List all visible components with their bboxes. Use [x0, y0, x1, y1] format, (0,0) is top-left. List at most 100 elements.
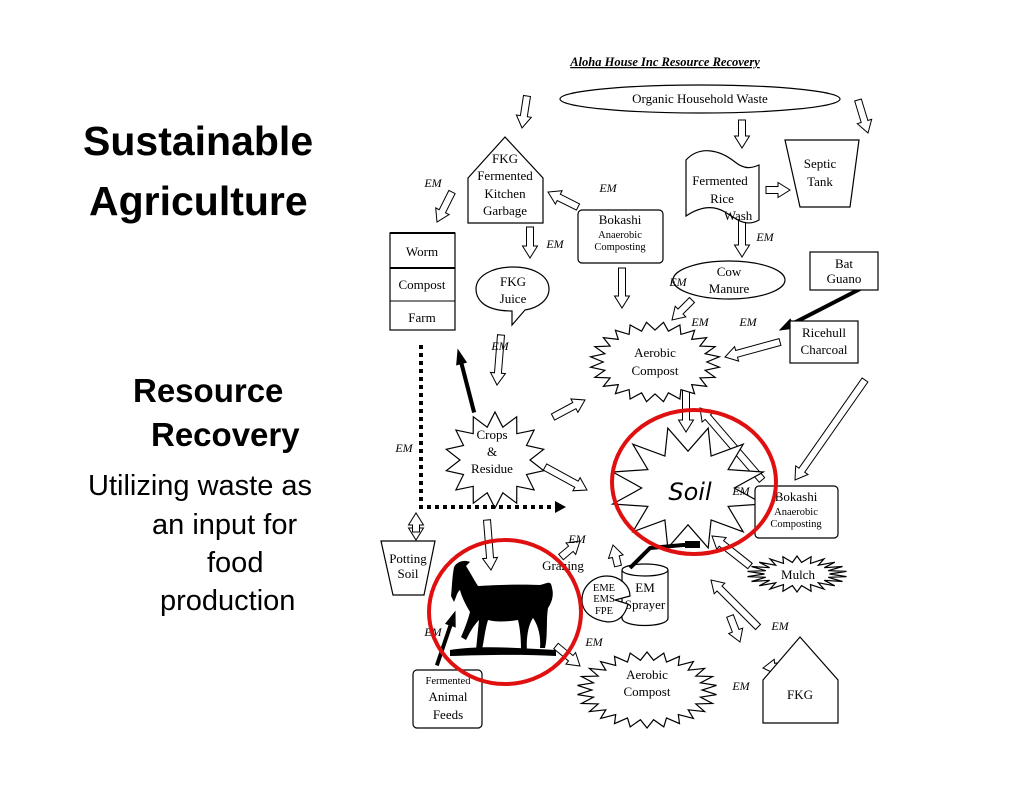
svg-text:Charcoal: Charcoal: [801, 342, 848, 357]
node-bat-guano: Bat Guano: [809, 251, 879, 291]
node-worm-compost-farm: Worm Compost Farm: [389, 232, 456, 331]
svg-text:EM: EM: [738, 315, 757, 329]
node-organic-waste: Organic Household Waste: [559, 84, 841, 114]
flow-arrow: [794, 377, 869, 481]
flow-arrow: [407, 512, 425, 533]
svg-text:Kitchen: Kitchen: [484, 186, 526, 201]
svg-text:EM: EM: [423, 176, 442, 190]
body-line3: food: [207, 547, 264, 579]
svg-text:FPE: FPE: [595, 606, 613, 617]
svg-text:Organic Household Waste: Organic Household Waste: [632, 91, 768, 106]
flow-arrow: [710, 579, 762, 631]
slide-title-line1: Sustainable: [83, 118, 314, 164]
svg-text:FKG: FKG: [492, 151, 518, 166]
node-mulch-label: Mulch: [781, 567, 815, 582]
svg-text:EM: EM: [731, 679, 750, 693]
svg-text:Composting: Composting: [594, 242, 646, 253]
body-line2: an input for: [152, 509, 298, 541]
flow-arrow: [456, 348, 477, 414]
svg-text:EM: EM: [598, 181, 617, 195]
node-aerobic-compost-bottom-label: Aerobic Compost: [624, 667, 671, 699]
svg-text:Soil: Soil: [398, 566, 419, 581]
svg-text:Compost: Compost: [632, 363, 679, 378]
slide-title-line2: Agriculture: [89, 178, 308, 224]
svg-text:Bokashi: Bokashi: [775, 489, 818, 504]
flow-arrow: [542, 463, 588, 492]
node-cow-manure: Cow Manure: [672, 260, 786, 300]
svg-text:Aerobic: Aerobic: [634, 345, 676, 360]
svg-text:Crops: Crops: [476, 427, 507, 442]
svg-text:EM: EM: [755, 230, 774, 244]
body-line1: Utilizing waste as: [88, 470, 313, 502]
svg-text:Feeds: Feeds: [433, 707, 463, 722]
node-crops-residue-label: Crops & Residue: [471, 427, 513, 476]
node-soil-label: Soil: [668, 478, 712, 506]
svg-text:EME: EME: [593, 583, 615, 594]
flow-arrow: [489, 334, 507, 386]
svg-text:EM: EM: [394, 441, 413, 455]
flow-arrow: [481, 519, 499, 571]
crops-residue-burst: [444, 410, 546, 510]
flow-arrow: [711, 535, 753, 570]
svg-text:&: &: [487, 444, 497, 459]
svg-text:Tank: Tank: [807, 174, 833, 189]
svg-text:Bat: Bat: [835, 256, 853, 271]
flow-arrow: [515, 94, 533, 129]
flow-arrow: [671, 296, 696, 321]
svg-text:Composting: Composting: [770, 519, 822, 530]
em-labels: EM EM EM EM EM EM EM EM EM EM EM EM EM E…: [394, 176, 789, 693]
subtitle-line1: Resource: [133, 372, 284, 409]
node-em-sprayer: EM Sprayer: [621, 541, 700, 627]
node-fkg-house: FKG Fermented Kitchen Garbage: [467, 136, 544, 224]
svg-text:Wash: Wash: [724, 208, 753, 223]
node-aerobic-compost-top-label: Aerobic Compost: [632, 345, 679, 378]
aerobic-compost-top-burst: [588, 321, 722, 403]
flow-arrow: [550, 398, 586, 421]
flow-arrow: [726, 614, 744, 643]
flow-arrow: [435, 189, 456, 223]
node-potting-soil: Potting Soil: [380, 540, 436, 596]
highlight-circle-soil: [610, 408, 778, 556]
svg-text:Cow: Cow: [717, 264, 742, 279]
node-fkg-juice: FKG Juice: [475, 266, 550, 327]
svg-text:FKG: FKG: [787, 687, 813, 702]
svg-text:Animal: Animal: [429, 689, 468, 704]
svg-text:EM: EM: [668, 275, 687, 289]
svg-text:EM: EM: [731, 484, 750, 498]
dotted-flow-line: [419, 345, 566, 513]
svg-text:Farm: Farm: [408, 310, 435, 325]
svg-text:Aerobic: Aerobic: [626, 667, 668, 682]
node-fkg-bottom: FKG: [762, 636, 839, 724]
svg-text:Anaerobic: Anaerobic: [774, 507, 818, 518]
svg-text:Guano: Guano: [827, 271, 862, 286]
flow-arrow: [521, 226, 539, 259]
node-fermented-rice-wash: Fermented Rice Wash: [685, 150, 760, 224]
node-bokashi-top: Bokashi Anaerobic Composting: [577, 209, 664, 264]
flow-arrow: [613, 267, 631, 309]
node-animal-feeds: Fermented Animal Feeds: [412, 669, 483, 729]
flow-arrow: [854, 98, 873, 134]
aerobic-compost-bottom-burst: [577, 651, 717, 729]
flow-arrow: [607, 544, 625, 568]
highlight-circle-goat: [427, 538, 583, 686]
node-ricehull-charcoal: Ricehull Charcoal: [789, 320, 859, 364]
svg-text:EM: EM: [690, 315, 709, 329]
svg-text:FKG: FKG: [500, 274, 526, 289]
diagram-title: Aloha House Inc Resource Recovery: [569, 55, 760, 69]
svg-text:Residue: Residue: [471, 461, 513, 476]
svg-text:EM: EM: [490, 339, 509, 353]
svg-text:Sprayer: Sprayer: [625, 597, 666, 612]
mulch-burst: [747, 554, 847, 594]
svg-text:Worm: Worm: [406, 244, 438, 259]
node-eme-bubble: EME EMS FPE: [581, 575, 631, 623]
svg-text:EM: EM: [545, 237, 564, 251]
svg-text:Fermented: Fermented: [692, 173, 748, 188]
flow-arrow: [724, 337, 782, 362]
flow-arrow: [765, 181, 791, 199]
svg-text:Compost: Compost: [399, 277, 446, 292]
svg-text:Anaerobic: Anaerobic: [598, 230, 642, 241]
body-line4: production: [160, 585, 296, 617]
node-septic-tank: Septic Tank: [784, 139, 860, 208]
svg-text:EM: EM: [770, 619, 789, 633]
